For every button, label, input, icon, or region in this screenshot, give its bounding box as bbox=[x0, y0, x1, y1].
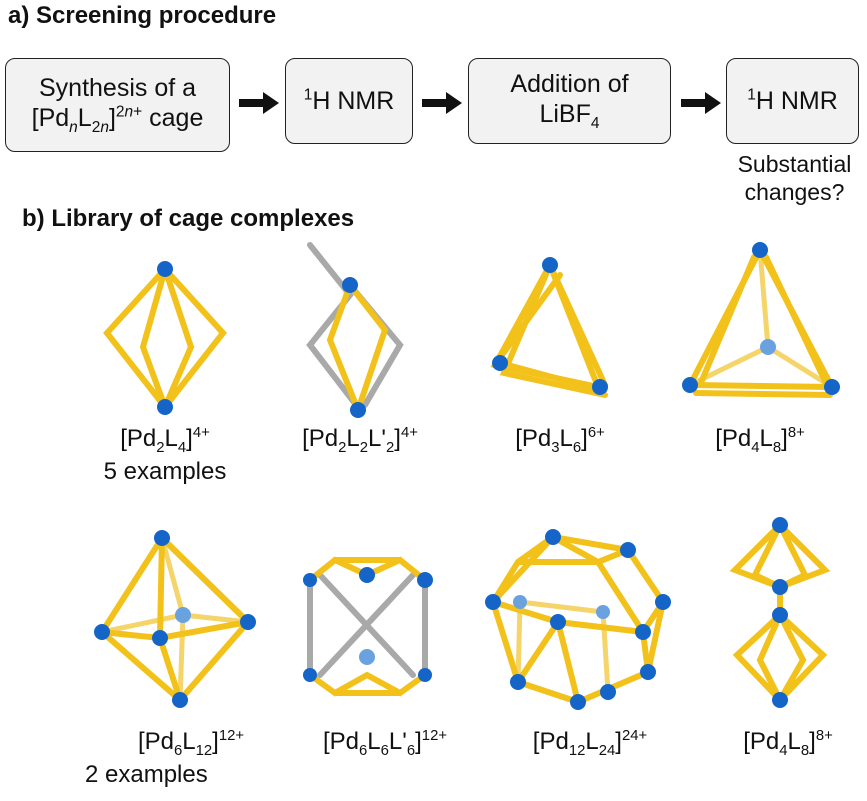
step-synthesis-line2: [PdnL2n]2n+ cage bbox=[31, 103, 204, 136]
cage-label-pd3l6: [Pd3L6]6+ bbox=[515, 425, 605, 456]
step-synthesis-box: Synthesis of a [PdnL2n]2n+ cage bbox=[5, 58, 230, 152]
cage-pd6l6l6-structure bbox=[303, 556, 433, 697]
step-addition-box: Addition of LiBF4 bbox=[468, 58, 671, 144]
cage-pd4l8-interlocked-structure bbox=[729, 517, 831, 708]
cage-label-pd2l4: [Pd2L4]4+ 5 examples bbox=[85, 425, 245, 486]
cage-note-pd2l4: 5 examples bbox=[103, 457, 227, 485]
cage-pd12l24-structure bbox=[485, 529, 671, 710]
cage-pd2l4-structure bbox=[103, 261, 227, 415]
cage-pd2l2l2-structure bbox=[306, 242, 404, 418]
cage-label-pd2l2l2: [Pd2L2L'2]4+ bbox=[302, 425, 418, 456]
step-nmr-label: 1H NMR bbox=[303, 86, 395, 115]
heading-library: b) Library of cage complexes bbox=[22, 205, 355, 232]
cage-label-pd4l8-tetrahedron: [Pd4L8]8+ bbox=[715, 425, 805, 456]
cage-pd6l12-octahedron-structure bbox=[94, 530, 256, 708]
right-arrow-icon bbox=[239, 92, 279, 114]
cage-pd4l8-tetrahedron-structure bbox=[682, 242, 840, 398]
step-addition-line2: LiBF4 bbox=[539, 99, 600, 132]
cage-label-pd12l24: [Pd12L24]24+ bbox=[532, 728, 648, 759]
step-addition-line1: Addition of bbox=[510, 69, 629, 98]
right-arrow-icon bbox=[681, 92, 721, 114]
cage-pd3l6-structure bbox=[490, 257, 608, 398]
cage-label-pd6l12: [Pd6L12]12+ 2 examples bbox=[85, 728, 275, 789]
step-nmr-box: 1H NMR bbox=[285, 58, 413, 144]
changes-question: Substantial changes? bbox=[737, 151, 852, 206]
heading-screening: a) Screening procedure bbox=[8, 2, 277, 29]
step-nmr-second-box: 1H NMR bbox=[726, 58, 859, 144]
cage-note-pd6l12: 2 examples bbox=[85, 760, 208, 788]
step-synthesis-line1: Synthesis of a bbox=[38, 73, 197, 102]
cage-label-pd6l6l6: [Pd6L6L'6]12+ bbox=[322, 728, 448, 759]
right-arrow-icon bbox=[422, 92, 462, 114]
cage-label-pd4l8-interlocked: [Pd4L8]8+ bbox=[743, 728, 833, 759]
step-nmr-second-label: 1H NMR bbox=[747, 86, 838, 115]
